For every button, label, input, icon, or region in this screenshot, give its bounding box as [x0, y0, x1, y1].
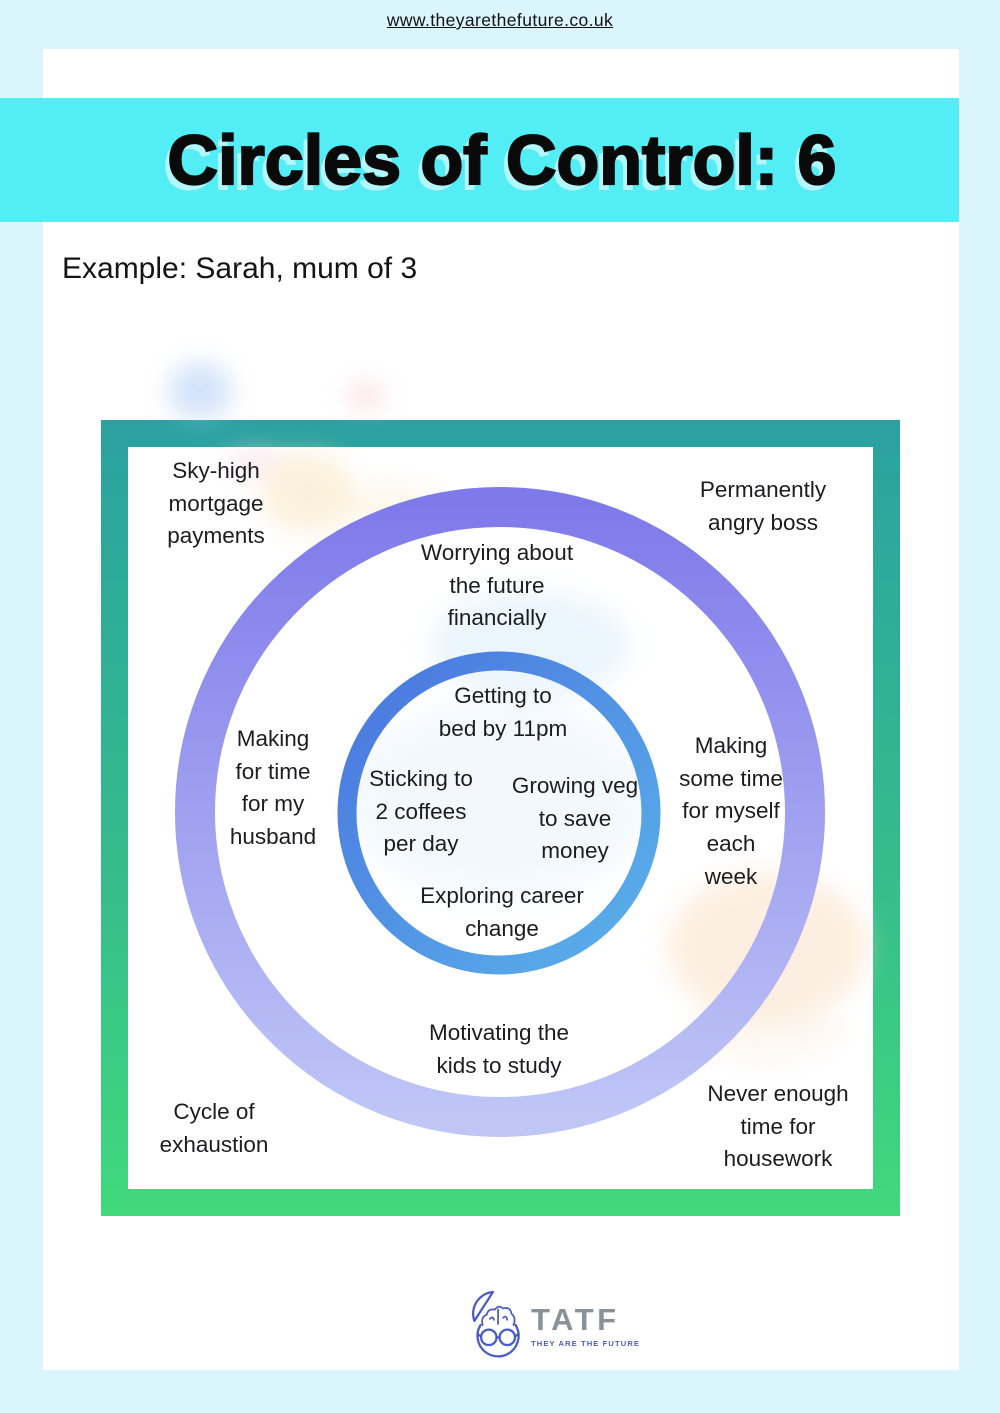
label-growing-veg: Growing veg to save money [511, 773, 639, 864]
website-link[interactable]: www.theyarethefuture.co.uk [386, 10, 614, 30]
example-subtitle: Example: Sarah, mum of 3 [62, 252, 418, 285]
label-time-for-myself: Making some time for myself each week [679, 733, 783, 889]
label-sky-high-mortgage: Sky-high mortgage payments [167, 458, 265, 549]
label-motivating-kids: Motivating the kids to study [428, 1020, 570, 1078]
page-title: Circles of Control: 6 [166, 120, 837, 200]
label-career-change: Exploring career change [420, 883, 584, 941]
label-time-for-husband: Making for time for my husband [229, 726, 317, 849]
label-cycle-exhaustion: Cycle of exhaustion [159, 1099, 269, 1157]
label-bed-by-11pm: Getting to bed by 11pm [438, 683, 568, 741]
label-angry-boss: Permanently angry boss [699, 477, 827, 535]
title-banner: Circles of Control: 6 [0, 98, 959, 222]
logo-tagline: THEY ARE THE FUTURE [531, 1339, 641, 1348]
logo-acronym: TATF [531, 1302, 620, 1337]
label-never-enough-time: Never enough time for housework [707, 1081, 849, 1172]
footer-logo: TATF THEY ARE THE FUTURE [470, 1290, 640, 1362]
tatf-brain-glasses-icon [472, 1290, 520, 1358]
label-two-coffees: Sticking to 2 coffees per day [369, 766, 473, 857]
label-worrying-future: Worrying about the future financially [420, 540, 574, 631]
